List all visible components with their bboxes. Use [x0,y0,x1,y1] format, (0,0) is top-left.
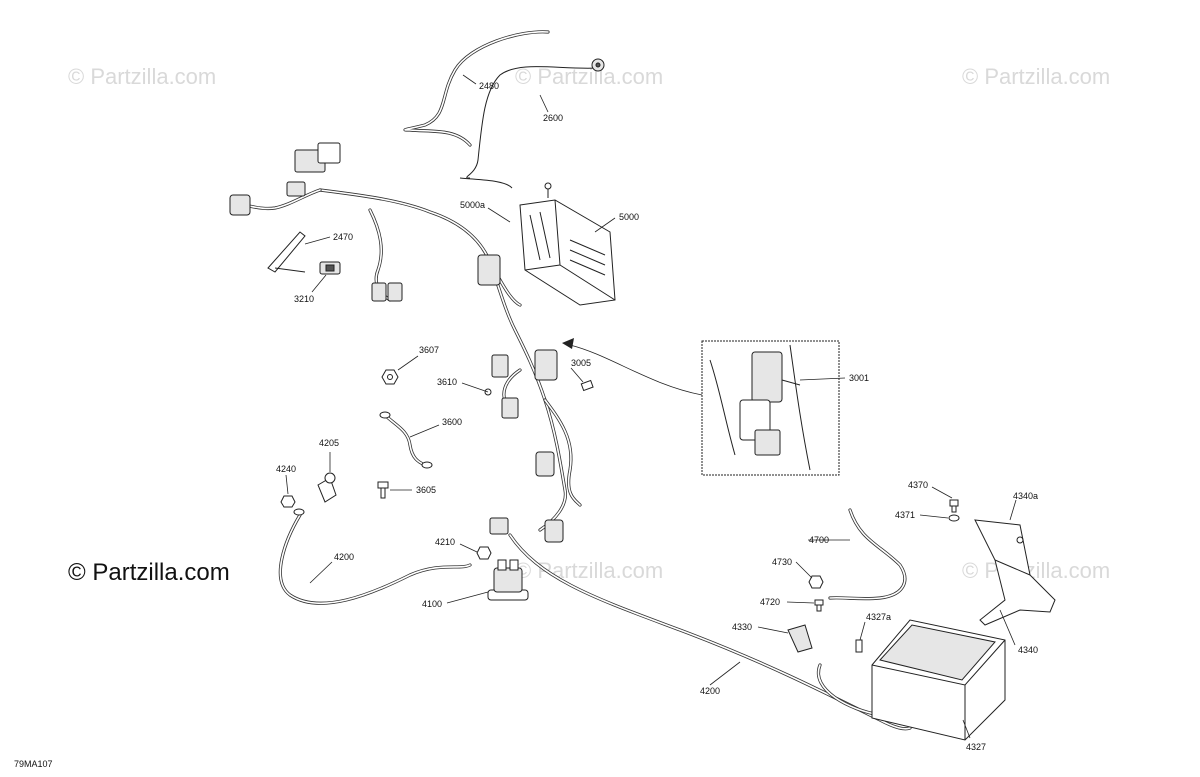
part-4327a-bolt[interactable] [855,639,863,653]
diagram-reference-code: 79MA107 [14,759,53,769]
callout-4200-left[interactable]: 4200 [334,552,354,562]
callout-3001[interactable]: 3001 [849,373,869,383]
callout-4340a[interactable]: 4340a [1013,491,1038,501]
callout-2470[interactable]: 2470 [333,232,353,242]
watermark-top-left: © Partzilla.com [68,64,216,89]
watermark-large-left: © Partzilla.com [68,559,230,586]
callout-4327a[interactable]: 4327a [866,612,891,622]
part-4720-bolt[interactable] [814,599,824,612]
callout-2480[interactable]: 2480 [479,81,499,91]
callout-4371[interactable]: 4371 [895,510,915,520]
part-4371-washer[interactable] [948,514,960,522]
part-4327-battery[interactable] [871,619,1006,741]
part-3600-ground-cable[interactable] [379,411,433,469]
callout-5000[interactable]: 5000 [619,212,639,222]
callout-4200-main[interactable]: 4200 [700,686,720,696]
callout-2600[interactable]: 2600 [543,113,563,123]
callout-4240[interactable]: 4240 [276,464,296,474]
part-3605-bolt[interactable] [377,481,389,499]
part-4200-cable-left[interactable] [278,508,472,605]
callout-3607[interactable]: 3607 [419,345,439,355]
part-5000-ecm[interactable] [519,182,616,306]
inset-detail-3001 [701,340,840,476]
arrow-icon [562,338,574,349]
part-4100-solenoid[interactable] [487,559,529,601]
callout-4330[interactable]: 4330 [732,622,752,632]
callout-4730[interactable]: 4730 [772,557,792,567]
callout-4370[interactable]: 4370 [908,480,928,490]
callout-3210[interactable]: 3210 [294,294,314,304]
part-4370-bolt[interactable] [949,499,959,513]
part-3210-sensor[interactable] [319,261,341,275]
callout-4210[interactable]: 4210 [435,537,455,547]
part-4340-bracket[interactable] [974,519,1056,626]
callout-4720[interactable]: 4720 [760,597,780,607]
part-2470-strap[interactable] [267,231,306,273]
part-3005-bolt[interactable] [580,379,594,392]
callout-4340[interactable]: 4340 [1018,645,1038,655]
main-wiring-harness[interactable] [229,142,582,543]
part-2600-hose[interactable] [459,58,605,189]
callout-4700[interactable]: 4700 [809,535,829,545]
part-4240-nut[interactable] [280,495,296,508]
part-4700-cable[interactable] [828,508,907,601]
leader-lines [285,74,1017,739]
part-4200-cable-main[interactable] [508,533,912,731]
part-2480-hose[interactable] [403,30,550,147]
callout-5000a[interactable]: 5000a [460,200,485,210]
callout-4205[interactable]: 4205 [319,438,339,448]
callout-3005[interactable]: 3005 [571,358,591,368]
callout-3605[interactable]: 3605 [416,485,436,495]
part-4210-nut[interactable] [476,546,492,560]
callout-4327[interactable]: 4327 [966,742,986,752]
callout-3610[interactable]: 3610 [437,377,457,387]
part-4330-boot[interactable] [787,624,813,653]
callout-4100[interactable]: 4100 [422,599,442,609]
part-4730-nut[interactable] [808,575,824,589]
callout-3600[interactable]: 3600 [442,417,462,427]
watermark-mid-right: © Partzilla.com [962,558,1110,583]
part-3607-nut[interactable] [381,369,399,385]
watermark-top-right: © Partzilla.com [962,64,1110,89]
part-4205-terminal[interactable] [317,472,337,503]
watermark-mid-center: © Partzilla.com [515,558,663,583]
